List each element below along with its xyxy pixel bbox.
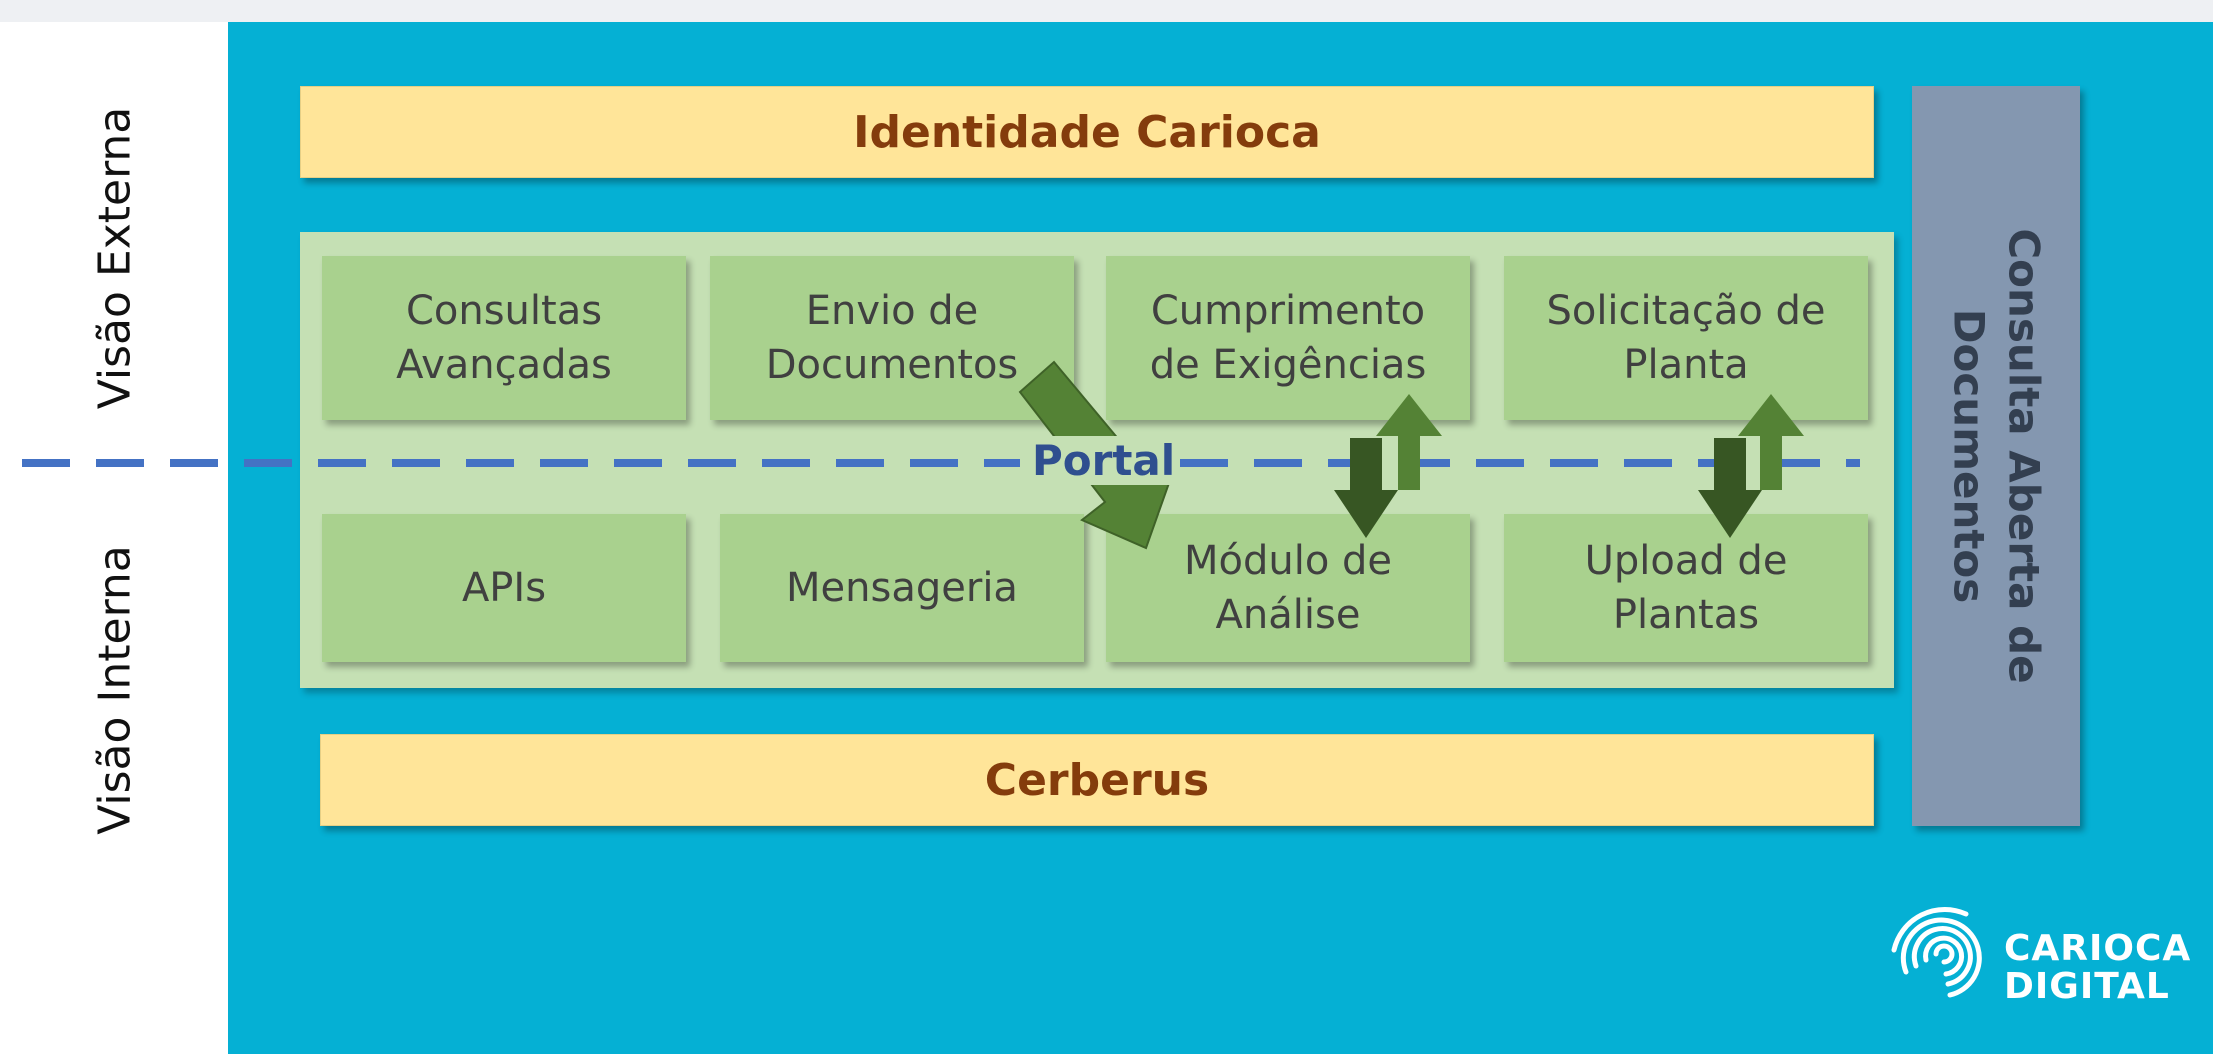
box-apis: APIs [322, 514, 686, 662]
box-mensageria: Mensageria [720, 514, 1084, 662]
box-solicitacao-planta: Solicitação de Planta [1504, 256, 1868, 420]
logo-line1: CARIOCA [2004, 928, 2192, 969]
box-envio-documentos: Envio de Documentos [710, 256, 1074, 420]
box-modulo-analise: Módulo de Análise [1106, 514, 1470, 662]
arrow-pair-planta [1698, 394, 1804, 538]
arrow-up-exigencias [1376, 394, 1442, 490]
arrow-pair-exigencias [1334, 394, 1442, 538]
box-cumprimento-exigencias: Cumprimento de Exigências [1106, 256, 1470, 420]
carioca-digital-logo-icon [1891, 906, 1982, 998]
portal-label: Portal [1028, 436, 1180, 485]
arrow-up-planta [1738, 394, 1804, 490]
box-upload-plantas: Upload de Plantas [1504, 514, 1868, 662]
identity-bar: Identidade Carioca [300, 86, 1874, 178]
box-consultas-avancadas: Consultas Avançadas [322, 256, 686, 420]
arrow-down-exigencias [1334, 438, 1398, 538]
top-band [0, 0, 2213, 22]
open-documents-bar [1912, 86, 2080, 826]
arrow-down-planta [1698, 438, 1762, 538]
cerberus-bar: Cerberus [320, 734, 1874, 826]
logo-line2: DIGITAL [2004, 966, 2170, 1007]
